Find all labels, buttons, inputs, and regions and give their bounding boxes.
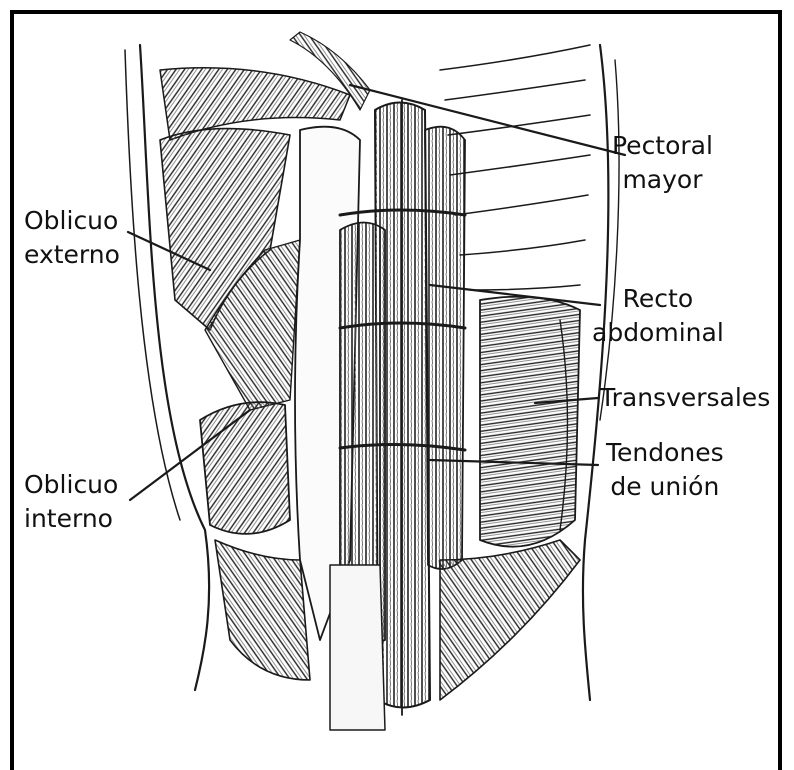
label-line: Transversales (600, 381, 770, 415)
label-recto-abdominal: Recto abdominal (592, 282, 724, 350)
label-transversales: Transversales (600, 381, 770, 415)
label-line: Recto (592, 282, 724, 316)
label-oblicuo-interno: Oblicuo interno (24, 468, 118, 536)
label-line: externo (24, 238, 120, 272)
label-line: mayor (612, 163, 713, 197)
label-line: Pectoral (612, 129, 713, 163)
label-line: Tendones (606, 436, 724, 470)
label-line: de unión (606, 470, 724, 504)
label-line: interno (24, 502, 118, 536)
label-line: Oblicuo (24, 468, 118, 502)
label-oblicuo-externo: Oblicuo externo (24, 204, 120, 272)
label-tendones-de-union: Tendones de unión (606, 436, 724, 504)
label-line: Oblicuo (24, 204, 120, 238)
label-line: abdominal (592, 316, 724, 350)
label-pectoral-mayor: Pectoral mayor (612, 129, 713, 197)
